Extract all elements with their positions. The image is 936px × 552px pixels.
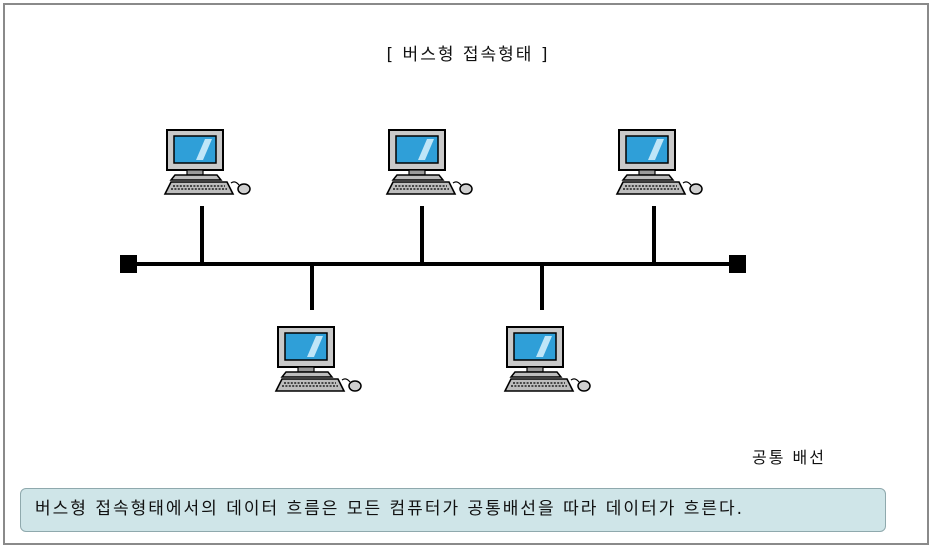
computer-icon	[504, 326, 591, 392]
terminator-icon-right	[729, 255, 746, 273]
caption-box: 버스형 접속형태에서의 데이터 흐름은 모든 컴퓨터가 공통배선을 따라 데이터…	[20, 488, 886, 532]
computer-icon	[386, 129, 473, 195]
terminator-icon-left	[120, 255, 137, 273]
bus-cable-label: 공통 배선	[752, 448, 826, 467]
computer-icon	[164, 129, 251, 195]
diagram-frame	[3, 3, 929, 545]
computer-icon	[616, 129, 703, 195]
diagram-title: [ 버스형 접속형태 ]	[386, 45, 550, 65]
computer-icon	[275, 326, 362, 392]
